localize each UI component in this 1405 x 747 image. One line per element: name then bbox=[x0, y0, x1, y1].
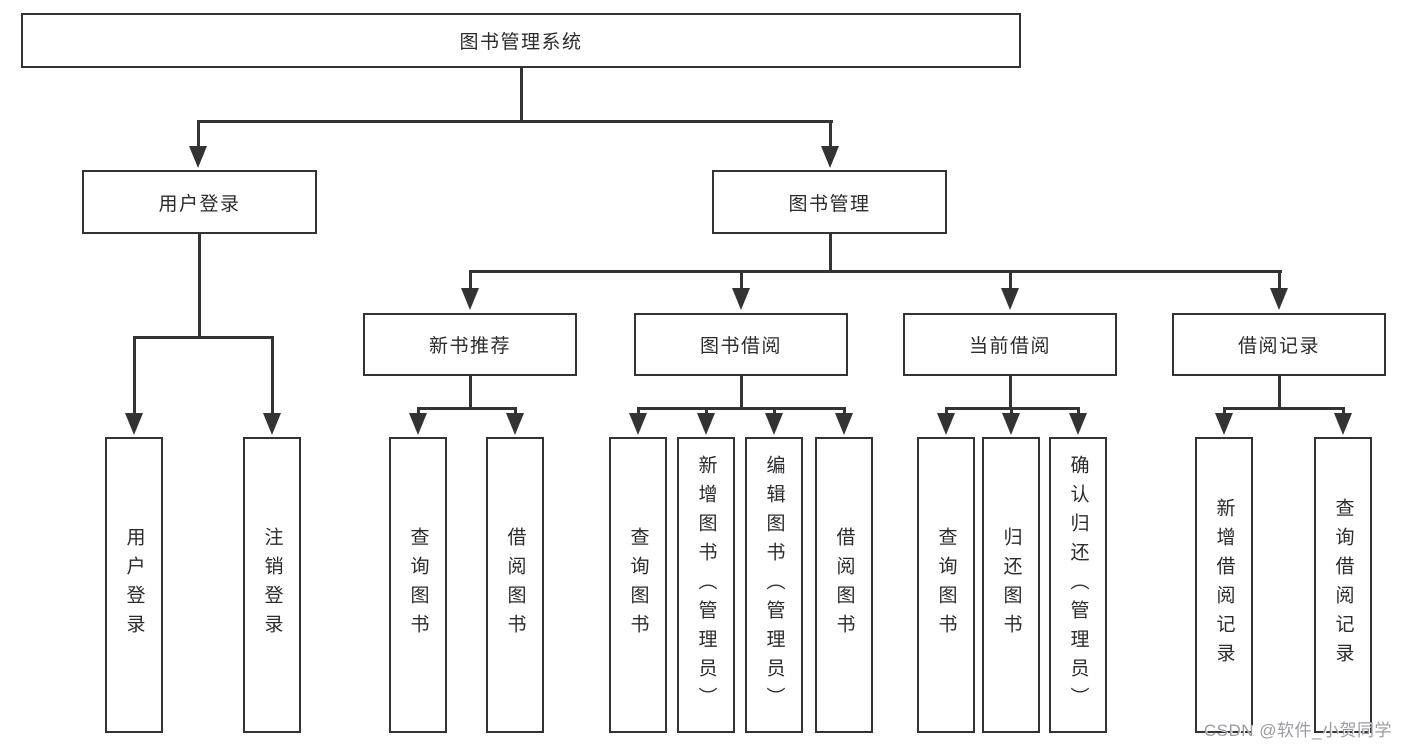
arrow-down-icon bbox=[263, 413, 281, 435]
node-label: 查询图书 bbox=[627, 527, 649, 643]
connector-line bbox=[945, 407, 948, 415]
connector-line bbox=[829, 234, 832, 272]
arrow-down-icon bbox=[937, 413, 955, 435]
arrow-down-icon bbox=[1334, 413, 1352, 435]
node-label: 归还图书 bbox=[1000, 527, 1022, 643]
node-label: 查询借阅记录 bbox=[1332, 498, 1354, 672]
leaf-current-confirm-return-admin: 确认归还（管理员） bbox=[1049, 437, 1107, 733]
connector-line bbox=[1223, 407, 1344, 410]
arrow-down-icon bbox=[409, 413, 427, 435]
node-label: 确认归还（管理员） bbox=[1067, 454, 1089, 716]
leaf-current-query-books: 查询图书 bbox=[917, 437, 975, 733]
connector-line bbox=[197, 120, 833, 123]
arrow-down-icon bbox=[189, 146, 207, 168]
node-label: 查询图书 bbox=[935, 527, 957, 643]
node-new-book-recommend: 新书推荐 bbox=[363, 313, 577, 376]
node-book-borrow: 图书借阅 bbox=[634, 313, 848, 376]
node-label: 新增借阅记录 bbox=[1213, 498, 1235, 672]
leaf-borrow-borrow-books: 借阅图书 bbox=[815, 437, 873, 733]
node-label: 借阅图书 bbox=[504, 527, 526, 643]
arrow-down-icon bbox=[1001, 288, 1019, 310]
arrow-down-icon bbox=[1270, 288, 1288, 310]
connector-line bbox=[417, 407, 420, 415]
node-label: 注销登录 bbox=[261, 527, 283, 643]
arrow-down-icon bbox=[697, 413, 715, 435]
connector-line bbox=[197, 120, 200, 148]
arrow-down-icon bbox=[835, 413, 853, 435]
leaf-recommend-borrow-books: 借阅图书 bbox=[486, 437, 544, 733]
connector-line bbox=[829, 120, 832, 148]
node-book-management: 图书管理 bbox=[712, 170, 947, 234]
connector-line bbox=[520, 68, 523, 120]
connector-line bbox=[1278, 270, 1281, 288]
connector-line bbox=[1342, 407, 1345, 415]
connector-line bbox=[740, 376, 743, 407]
node-borrow-records: 借阅记录 bbox=[1172, 313, 1386, 376]
node-current-borrow: 当前借阅 bbox=[903, 313, 1117, 376]
arrow-down-icon bbox=[1215, 413, 1233, 435]
arrow-down-icon bbox=[629, 413, 647, 435]
connector-line bbox=[514, 407, 517, 415]
arrow-down-icon bbox=[732, 288, 750, 310]
connector-line bbox=[637, 407, 640, 415]
connector-line bbox=[1009, 270, 1012, 288]
connector-line bbox=[1077, 407, 1080, 415]
connector-line bbox=[1009, 376, 1012, 407]
connector-line bbox=[271, 336, 274, 414]
arrow-down-icon bbox=[1002, 413, 1020, 435]
arrow-down-icon bbox=[821, 146, 839, 168]
connector-line bbox=[1010, 407, 1013, 415]
connector-line bbox=[1278, 376, 1281, 407]
connector-line bbox=[773, 407, 776, 415]
leaf-borrow-query-books: 查询图书 bbox=[609, 437, 667, 733]
node-system-root: 图书管理系统 bbox=[21, 13, 1021, 68]
connector-line bbox=[133, 336, 136, 414]
node-label: 当前借阅 bbox=[968, 336, 1051, 357]
connector-line bbox=[133, 336, 274, 339]
node-label: 用户登录 bbox=[158, 193, 241, 215]
leaf-user-login: 用户登录 bbox=[105, 437, 163, 733]
connector-line bbox=[469, 270, 1282, 273]
connector-line bbox=[843, 407, 846, 415]
arrow-down-icon bbox=[765, 413, 783, 435]
arrow-down-icon bbox=[506, 413, 524, 435]
leaf-records-add-record: 新增借阅记录 bbox=[1195, 437, 1253, 733]
node-label: 图书管理系统 bbox=[459, 32, 583, 53]
connector-line bbox=[469, 270, 472, 288]
node-label: 新书推荐 bbox=[428, 336, 511, 357]
connector-line bbox=[417, 407, 516, 410]
node-label: 图书管理 bbox=[788, 193, 871, 215]
leaf-current-return-books: 归还图书 bbox=[982, 437, 1040, 733]
node-label: 图书借阅 bbox=[699, 336, 782, 357]
node-user-login: 用户登录 bbox=[82, 170, 317, 234]
node-label: 编辑图书（管理员） bbox=[763, 454, 785, 716]
leaf-records-query-record: 查询借阅记录 bbox=[1314, 437, 1372, 733]
node-label: 借阅记录 bbox=[1237, 336, 1320, 357]
connector-line bbox=[740, 270, 743, 288]
connector-line bbox=[1223, 407, 1226, 415]
connector-line bbox=[469, 376, 472, 407]
watermark: CSDN @软件_小贺同学 bbox=[1203, 721, 1392, 740]
arrow-down-icon bbox=[1069, 413, 1087, 435]
leaf-borrow-add-book-admin: 新增图书（管理员） bbox=[677, 437, 735, 733]
connector-line bbox=[637, 407, 845, 410]
node-label: 用户登录 bbox=[123, 527, 145, 643]
node-label: 查询图书 bbox=[407, 527, 429, 643]
leaf-logout: 注销登录 bbox=[243, 437, 301, 733]
arrow-down-icon bbox=[461, 288, 479, 310]
connector-line bbox=[705, 407, 708, 415]
connector-line bbox=[198, 234, 201, 336]
node-label: 借阅图书 bbox=[833, 527, 855, 643]
arrow-down-icon bbox=[125, 413, 143, 435]
node-label: 新增图书（管理员） bbox=[695, 454, 717, 716]
leaf-recommend-query-books: 查询图书 bbox=[389, 437, 447, 733]
leaf-borrow-edit-book-admin: 编辑图书（管理员） bbox=[745, 437, 803, 733]
